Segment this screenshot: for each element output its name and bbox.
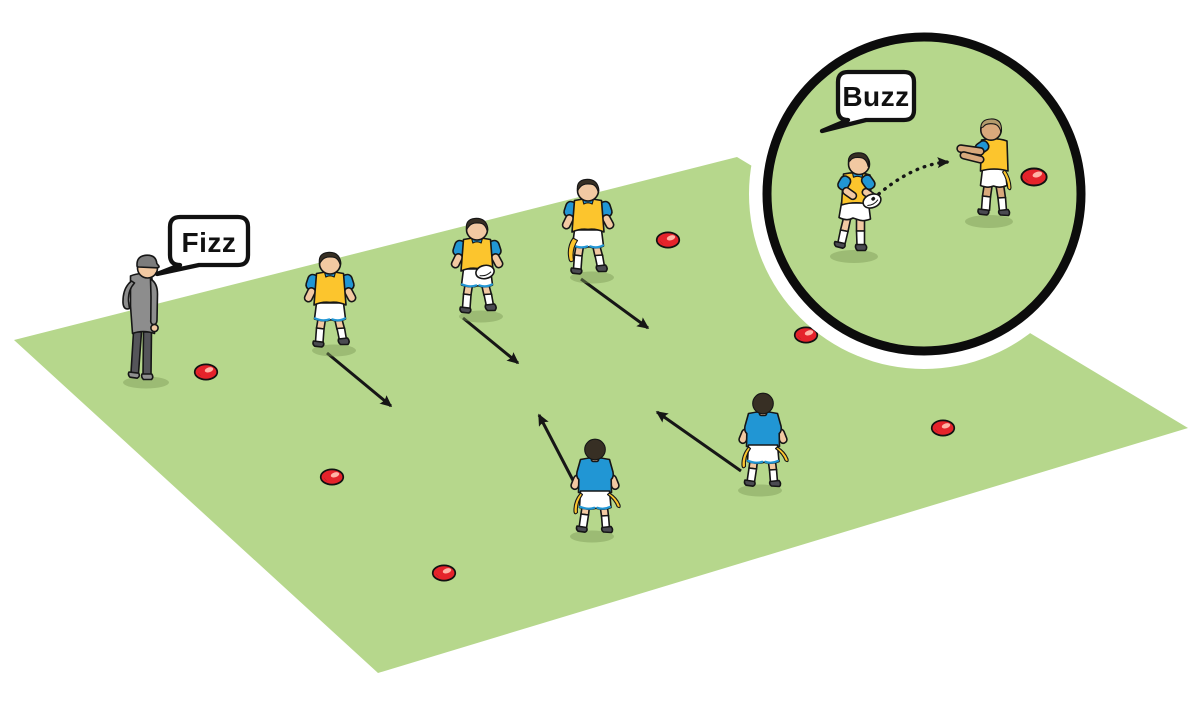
cone-6: [930, 419, 956, 437]
cone-3: [431, 564, 457, 582]
cone-2: [319, 468, 345, 486]
cone-4: [655, 231, 681, 249]
fizz-label: Fizz: [182, 227, 237, 258]
inset-circle: [762, 32, 1086, 356]
cone-1: [193, 363, 219, 381]
attacker-2-arrow: [462, 316, 520, 365]
speech-bubble-fizz: Fizz: [154, 214, 251, 277]
defender-1-arrow: [537, 413, 579, 489]
attacker-3-tag-ribbon: [567, 237, 579, 263]
attacker-1-arrow: [326, 351, 393, 408]
cone-7: [1020, 167, 1048, 187]
speech-bubble-buzz: Buzz: [819, 69, 917, 134]
buzz-label: Buzz: [842, 81, 909, 112]
attacker-3-arrow: [580, 277, 650, 330]
pass-arrow-dotted: [871, 157, 950, 201]
inset-contents: Buzz: [819, 69, 1048, 264]
defender-2-arrow: [655, 410, 742, 473]
